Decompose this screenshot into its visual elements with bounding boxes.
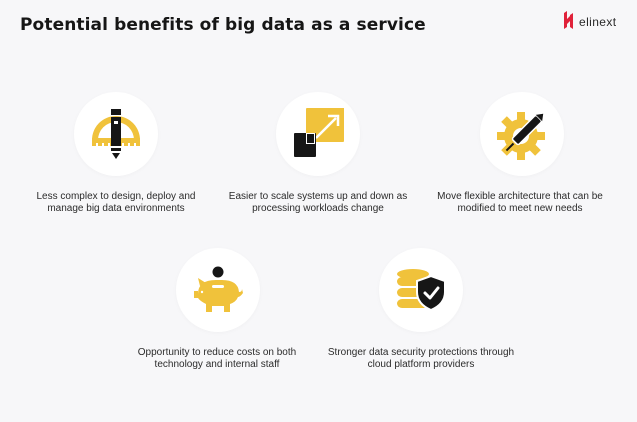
benefit-caption-4: Opportunity to reduce costs on both tech… xyxy=(137,347,297,370)
benefit-icon-circle-2 xyxy=(276,92,360,176)
logo-text: elinext xyxy=(579,15,617,29)
benefit-caption-5: Stronger data security protections throu… xyxy=(327,347,515,370)
page-title: Potential benefits of big data as a serv… xyxy=(20,15,426,35)
brand-logo: elinext xyxy=(563,11,617,33)
benefit-icon-circle-5 xyxy=(379,248,463,332)
benefit-caption-1: Less complex to design, deploy and manag… xyxy=(36,191,196,214)
benefit-caption-2: Easier to scale systems up and down as p… xyxy=(228,191,408,214)
elinext-n-logo-icon xyxy=(563,11,574,33)
benefit-caption-3: Move flexible architecture that can be m… xyxy=(437,191,603,214)
benefit-icon-circle-4 xyxy=(176,248,260,332)
benefit-icon-circle-3 xyxy=(480,92,564,176)
benefit-icon-circle-1 xyxy=(74,92,158,176)
